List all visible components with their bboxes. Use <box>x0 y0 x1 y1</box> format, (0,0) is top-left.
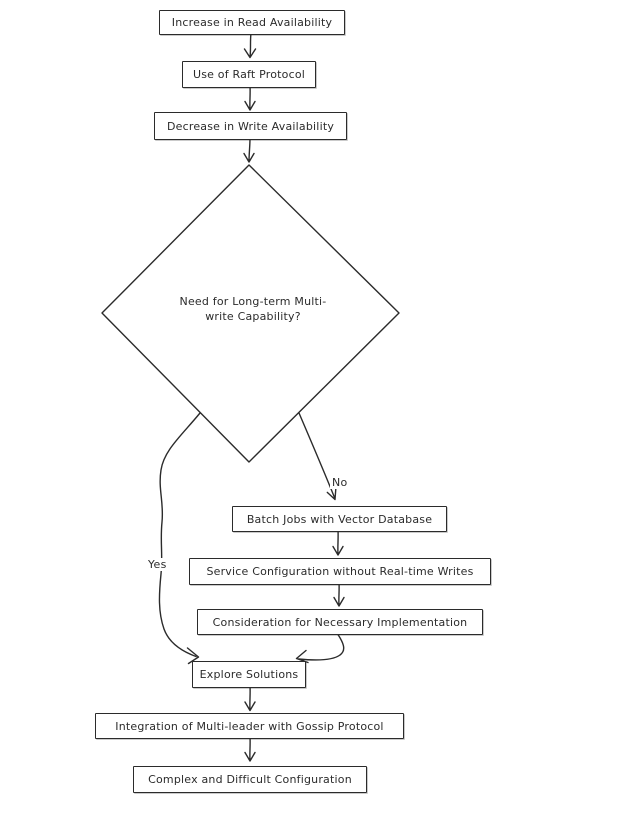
node-label: Decrease in Write Availability <box>166 119 335 133</box>
edge-consideration-to-explore <box>295 632 345 664</box>
node-label: Complex and Difficult Configuration <box>148 773 352 786</box>
node-label: Service Configuration without Real-time … <box>206 565 474 578</box>
node-label: Use of Raft Protocol <box>192 68 306 81</box>
edge-write-to-decision <box>243 137 255 163</box>
node-decrease-write-availability: Decrease in Write Availability <box>154 112 347 140</box>
edge-service-to-consideration <box>333 582 345 607</box>
node-decision-multiwrite-label: Need for Long-term Multi- write Capabili… <box>179 295 327 323</box>
edge-decision-yes <box>158 412 201 665</box>
node-integration-gossip-protocol: Integration of Multi-leader with Gossip … <box>95 713 404 739</box>
edge-label-yes: Yes <box>146 558 169 571</box>
decision-diamond-shape <box>101 164 400 463</box>
node-batch-jobs-vector-database: Batch Jobs with Vector Database <box>232 506 447 532</box>
node-label: Batch Jobs with Vector Database <box>246 512 433 526</box>
node-label: Increase in Read Availability <box>171 16 333 29</box>
node-increase-read-availability: Increase in Read Availability <box>159 10 345 35</box>
edge-integration-to-complex <box>244 736 256 762</box>
node-use-of-raft-protocol: Use of Raft Protocol <box>182 61 316 88</box>
edge-explore-to-integration <box>244 685 256 712</box>
node-service-configuration: Service Configuration without Real-time … <box>189 558 491 585</box>
edge-read-to-raft <box>243 32 257 59</box>
node-label: Integration of Multi-leader with Gossip … <box>115 719 384 733</box>
node-label: Explore Solutions <box>199 668 299 681</box>
node-complex-difficult-configuration: Complex and Difficult Configuration <box>133 766 367 793</box>
node-label: Consideration for Necessary Implementati… <box>212 615 468 629</box>
edge-raft-to-write <box>244 85 256 111</box>
edge-batch-to-service <box>332 529 344 556</box>
node-consideration-implementation: Consideration for Necessary Implementati… <box>197 609 483 635</box>
edge-label-no: No <box>330 476 350 489</box>
node-explore-solutions: Explore Solutions <box>192 661 306 688</box>
